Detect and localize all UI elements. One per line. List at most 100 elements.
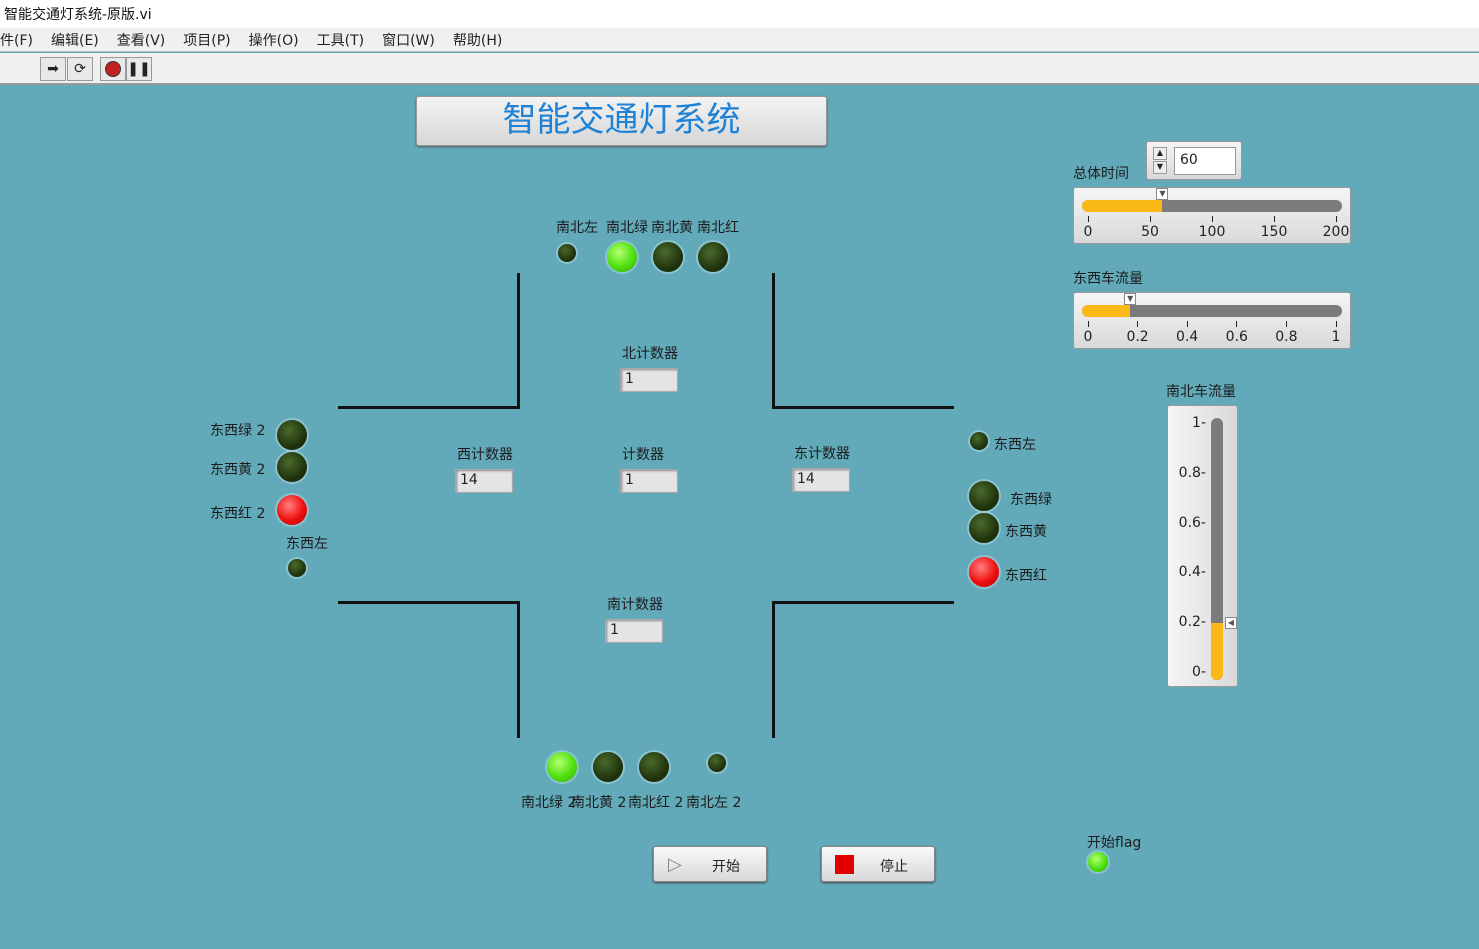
menu-operate[interactable]: 操作(O)	[248, 33, 299, 49]
ns-flow-pointer[interactable]: ◀	[1225, 617, 1237, 630]
ew_flow-tick-label: 0.6	[1225, 329, 1248, 345]
menu-view[interactable]: 查看(V)	[116, 33, 166, 49]
ns-left-2-label: 南北左 2	[686, 795, 742, 811]
east-counter: 14	[792, 468, 850, 492]
total_time-pointer[interactable]: ▼	[1156, 188, 1169, 200]
ew_flow-tick-label: 0	[1083, 329, 1093, 345]
ns-flow-tick-label: 0-	[1192, 664, 1206, 680]
center-counter: 1	[620, 469, 678, 493]
road-line	[772, 273, 775, 409]
menu-window[interactable]: 窗口(W)	[382, 33, 435, 49]
total_time-tick-label: 0	[1083, 224, 1093, 240]
total-time-numeric: ▲ ▼ 60	[1146, 141, 1242, 180]
total_time-fill	[1082, 200, 1163, 212]
ew-green-led[interactable]	[969, 481, 999, 511]
ew-yellow-label: 东西黄	[1005, 524, 1047, 540]
run-arrow-icon[interactable]: ➡	[40, 57, 66, 81]
ew_flow-tick-mark	[1236, 321, 1238, 327]
road-line	[338, 601, 520, 604]
south-counter: 1	[605, 619, 663, 643]
menu-edit[interactable]: 编辑(E)	[50, 33, 99, 49]
ns-flow-slider[interactable]: ◀1-0.8-0.6-0.4-0.2-0-	[1167, 405, 1238, 687]
ns-flow-track	[1211, 418, 1223, 680]
start-flag-led[interactable]	[1088, 852, 1108, 872]
ew_flow-tick-label: 0.8	[1275, 329, 1298, 345]
north-counter: 1	[620, 368, 678, 392]
ew_flow-tick-label: 0.4	[1176, 329, 1199, 345]
ns-green-label: 南北绿	[606, 220, 648, 236]
ns-red-2-label: 南北红 2	[628, 795, 684, 811]
ew-green-2-label: 东西绿 2	[210, 423, 266, 439]
total-time-label: 总体时间	[1073, 166, 1129, 182]
increment-arrow-icon[interactable]: ▲	[1153, 147, 1167, 160]
ns-yellow-2-led[interactable]	[593, 752, 623, 782]
ew-green-2-led[interactable]	[277, 420, 307, 450]
ns-flow-tick-label: 0.8-	[1178, 464, 1206, 481]
total_time-tick-mark	[1335, 216, 1337, 222]
ns-yellow-2-label: 南北黄 2	[571, 795, 627, 811]
ew-yellow-2-led[interactable]	[277, 452, 307, 482]
north-counter-label: 北计数器	[622, 346, 678, 362]
ew_flow-tick-label: 1	[1331, 329, 1341, 345]
ns-flow-tick-label: 0.6-	[1178, 514, 1206, 531]
total_time-tick-label: 200	[1322, 224, 1350, 240]
ns-flow-fill	[1211, 623, 1223, 680]
ew-left-label: 东西左	[994, 437, 1036, 453]
ns-red-2-led[interactable]	[639, 752, 669, 782]
road-line	[517, 273, 520, 409]
west-counter: 14	[455, 469, 513, 493]
ew-yellow-led[interactable]	[969, 513, 999, 543]
ns-left-led[interactable]	[558, 244, 576, 262]
total_time-tick-mark	[1149, 216, 1151, 222]
start-button-label: 开始	[712, 859, 740, 875]
menu-help[interactable]: 帮助(H)	[452, 33, 503, 49]
menu-tools[interactable]: 工具(T)	[316, 33, 365, 49]
ew-flow-label: 东西车流量	[1073, 271, 1143, 287]
abort-icon[interactable]	[100, 57, 126, 81]
ns-yellow-led[interactable]	[653, 242, 683, 272]
run-continuously-icon[interactable]: ⟳	[67, 57, 93, 81]
ns-red-label: 南北红	[697, 220, 739, 236]
ew_flow-fill	[1082, 305, 1131, 317]
total_time-tick-label: 50	[1141, 224, 1159, 240]
total_time-tick-mark	[1087, 216, 1089, 222]
road-line	[772, 406, 954, 409]
start-button[interactable]: ▷ 开始	[653, 846, 767, 882]
ns-flow-tick-label: 0.2-	[1178, 614, 1206, 631]
road-line	[517, 601, 520, 738]
ew_flow-pointer[interactable]: ▼	[1124, 293, 1137, 305]
pause-icon[interactable]: ❚❚	[126, 57, 152, 81]
ns-yellow-label: 南北黄	[651, 220, 693, 236]
ew_flow-track	[1082, 305, 1342, 317]
ew-yellow-2-label: 东西黄 2	[210, 462, 266, 478]
ew-red-led[interactable]	[969, 557, 999, 587]
total-time-input[interactable]: 60	[1174, 147, 1236, 175]
ns-left-2-led[interactable]	[708, 754, 726, 772]
ns-red-led[interactable]	[698, 242, 728, 272]
ew-red-2-led[interactable]	[277, 495, 307, 525]
ew-red-2-label: 东西红 2	[210, 506, 266, 522]
ew-red-label: 东西红	[1005, 568, 1047, 584]
window-title: 智能交通灯系统-原版.vi	[0, 0, 1479, 28]
ns-green-led[interactable]	[607, 242, 637, 272]
total_time-tick-label: 100	[1198, 224, 1226, 240]
ew-left-2-led[interactable]	[288, 559, 306, 577]
ew-left-2-label: 东西左	[286, 536, 328, 552]
stop-button[interactable]: 停止	[821, 846, 935, 882]
play-icon: ▷	[668, 854, 682, 875]
east-counter-label: 东计数器	[794, 446, 850, 462]
ns-flow-tick-label: 0.4-	[1178, 564, 1206, 581]
decrement-arrow-icon[interactable]: ▼	[1153, 161, 1167, 174]
ew-green-label: 东西绿	[1010, 492, 1052, 508]
ns-green-2-led[interactable]	[547, 752, 577, 782]
total_time-track	[1082, 200, 1342, 212]
ew-left-led[interactable]	[970, 432, 988, 450]
west-counter-label: 西计数器	[457, 447, 513, 463]
start-flag-label: 开始flag	[1087, 835, 1142, 851]
center-counter-label: 计数器	[622, 447, 664, 463]
road-line	[772, 601, 775, 738]
menu-file[interactable]: 件(F)	[0, 33, 33, 49]
menu-project[interactable]: 项目(P)	[183, 33, 231, 49]
